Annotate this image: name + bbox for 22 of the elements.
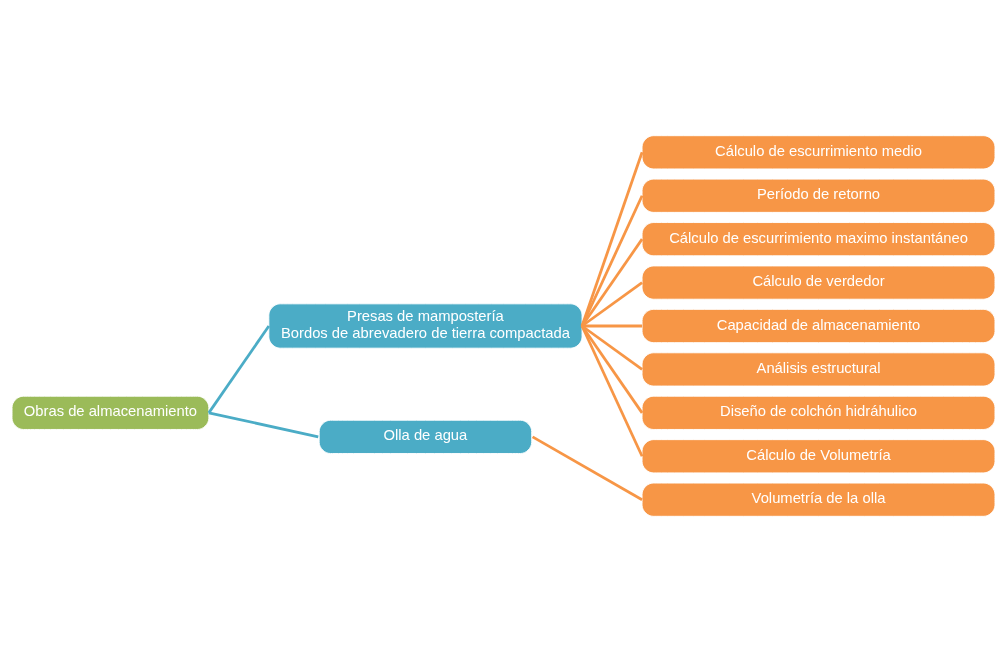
node-box: Cálculo de Volumetría <box>641 439 996 474</box>
node-box: Olla de agua <box>318 419 533 454</box>
node-box: Presas de mampostería Bordos de abrevadero de tierra compactada <box>268 303 583 349</box>
node-box: Obras de almacenamiento <box>11 395 210 430</box>
connector <box>580 151 644 327</box>
connector <box>580 325 644 457</box>
connector <box>531 435 643 501</box>
node-box: Diseño de colchón hidráhulico <box>641 395 996 430</box>
connector <box>581 281 643 328</box>
connector <box>580 195 644 327</box>
connector <box>582 324 643 328</box>
connector <box>207 325 270 414</box>
node-box: Cálculo de escurrimiento maximo instantáneo <box>641 222 996 257</box>
node-box: Volumetría de la olla <box>641 482 996 517</box>
node-box: Análisis estructural <box>641 352 996 387</box>
connector <box>580 325 644 414</box>
node-box: Período de retorno <box>641 178 996 213</box>
node-box: Capacidad de almacenamiento <box>641 308 996 344</box>
node-box: Cálculo de verdedor <box>641 265 996 300</box>
connector <box>208 411 319 439</box>
connector <box>581 324 643 371</box>
node-box: Cálculo de escurrimiento medio <box>641 135 996 170</box>
